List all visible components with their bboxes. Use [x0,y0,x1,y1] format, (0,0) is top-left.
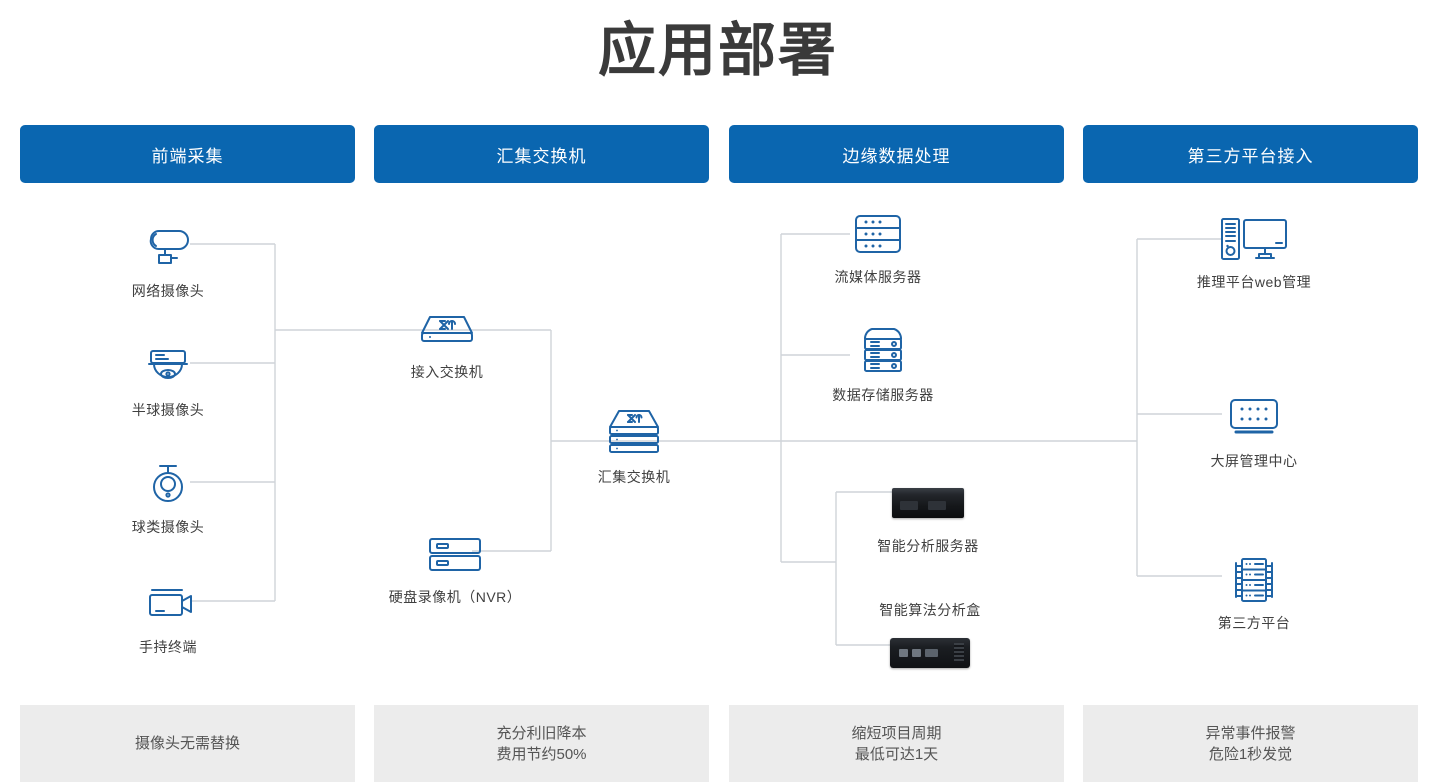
storage-server-icon [856,326,910,378]
bullet-camera-icon [139,222,197,274]
node-label: 大屏管理中心 [1210,453,1298,469]
footer-line: 异常事件报警 [1205,724,1296,742]
nvr-icon [424,528,486,580]
footer-line: 缩短项目周期 [851,724,942,742]
footer-line: 危险1秒发觉 [1208,745,1293,763]
desktop-pc-icon [1218,213,1290,265]
footer-line: 费用节约50% [496,745,587,763]
footer-edge-data-processing: 缩短项目周期 最低可达1天 [729,705,1064,782]
column-header-label: 汇集交换机 [496,146,587,166]
footer-third-party-platform-access: 异常事件报警 危险1秒发觉 [1083,705,1418,782]
node-handheld-terminal[interactable]: 手持终端 [78,578,258,657]
node-dome-camera[interactable]: 半球摄像头 [78,341,258,420]
node-aggregation-switch[interactable]: 汇集交换机 [544,408,724,487]
node-algorithm-box[interactable]: 智能算法分析盒 [840,600,1020,679]
node-nvr[interactable]: 硬盘录像机（NVR） [365,528,545,607]
node-label: 推理平台web管理 [1196,274,1312,290]
server-rack-icon [1225,554,1283,606]
node-label: 流媒体服务器 [834,269,922,285]
node-label: 硬盘录像机（NVR） [388,589,522,605]
column-header-front-end-capture[interactable]: 前端采集 [20,125,355,183]
node-label: 手持终端 [139,639,197,655]
node-network-camera[interactable]: 网络摄像头 [78,222,258,301]
node-label: 半球摄像头 [131,402,205,418]
node-label: 球类摄像头 [131,519,205,535]
node-third-party-platform[interactable]: 第三方平台 [1164,554,1344,633]
node-storage-server[interactable]: 数据存储服务器 [793,326,973,405]
footer-front-end-capture: 摄像头无需替换 [20,705,355,782]
dome-camera-icon [141,341,195,393]
rack-server-icon [849,208,907,260]
node-label: 汇集交换机 [597,469,671,485]
node-display-center[interactable]: 大屏管理中心 [1164,392,1344,471]
node-label: 接入交换机 [410,364,484,380]
rack-appliance-photo [892,477,964,529]
stacked-switch-icon [603,408,665,460]
node-access-switch[interactable]: 接入交换机 [357,303,537,382]
node-analysis-server[interactable]: 智能分析服务器 [838,477,1018,556]
footer-line: 摄像头无需替换 [134,735,240,752]
column-header-edge-data-processing[interactable]: 边缘数据处理 [729,125,1064,183]
footer-aggregation-switch: 充分利旧降本 费用节约50% [374,705,709,782]
column-header-label: 边缘数据处理 [842,146,951,166]
camcorder-icon [140,578,196,630]
node-label: 数据存储服务器 [832,387,934,403]
column-header-aggregation-switch[interactable]: 汇集交换机 [374,125,709,183]
node-label: 网络摄像头 [131,283,205,299]
node-label: 智能算法分析盒 [879,602,981,618]
page-title: 应用部署 [597,18,838,83]
footer-line: 充分利旧降本 [496,724,587,742]
column-header-third-party-platform-access[interactable]: 第三方平台接入 [1083,125,1418,183]
node-web-management[interactable]: 推理平台web管理 [1164,213,1344,292]
edge-box-photo [890,627,970,679]
column-header-label: 第三方平台接入 [1187,146,1314,166]
footer-line: 最低可达1天 [854,745,939,763]
node-label: 智能分析服务器 [877,538,979,554]
switch-icon [416,303,478,355]
node-ptz-camera[interactable]: 球类摄像头 [78,458,258,537]
column-header-label: 前端采集 [151,146,224,166]
node-streaming-server[interactable]: 流媒体服务器 [788,208,968,287]
ptz-camera-icon [144,458,192,510]
node-label: 第三方平台 [1217,615,1291,631]
video-wall-icon [1225,392,1283,444]
